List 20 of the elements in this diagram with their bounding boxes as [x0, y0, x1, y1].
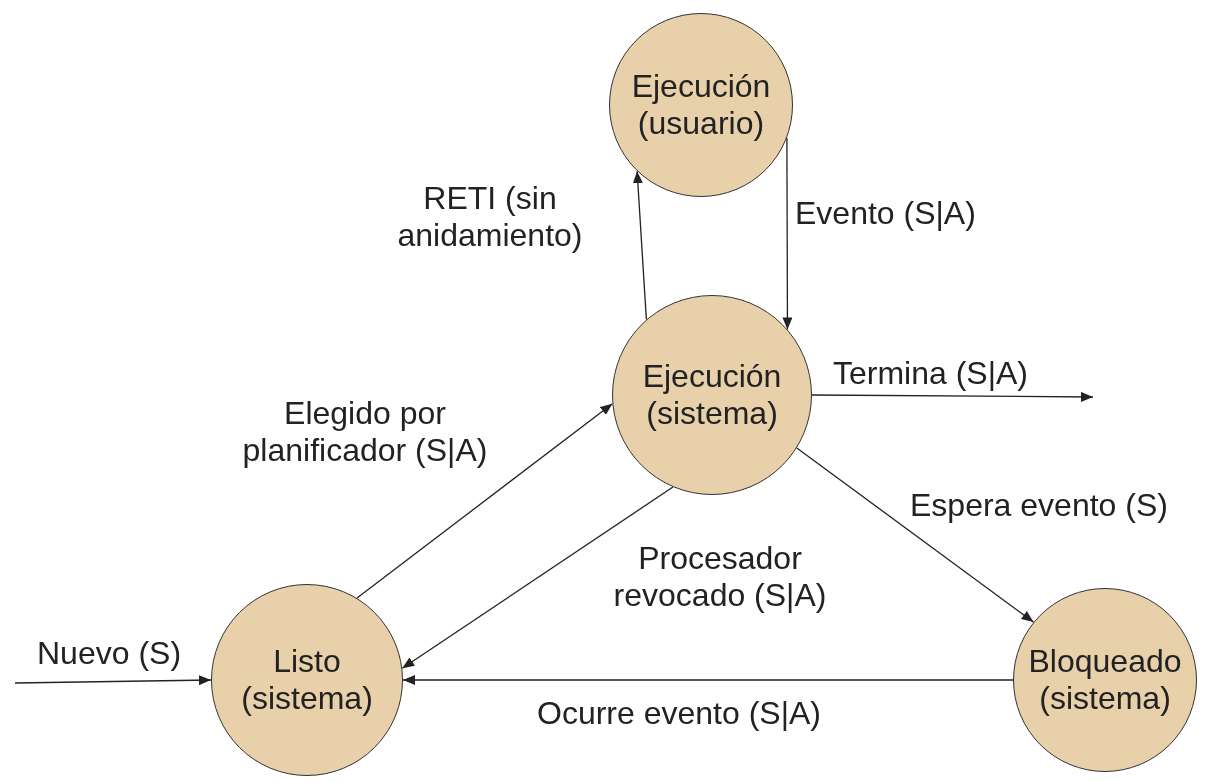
state-label: Bloqueado (sistema) — [1027, 643, 1183, 717]
arrow — [14, 675, 212, 686]
edge-label: Termina (S|A) — [833, 355, 1029, 392]
edge-label: Espera evento (S) — [910, 487, 1169, 524]
edge-label: Evento (S|A) — [795, 195, 977, 232]
edge-label: Nuevo (S) — [37, 635, 183, 672]
edge-label: Procesador revocado (S|A) — [612, 540, 828, 614]
edge-label: Elegido por planificador (S|A) — [241, 395, 489, 469]
edge-label: RETI (sin anidamiento) — [396, 180, 584, 254]
arrow — [632, 170, 648, 321]
arrow — [401, 486, 674, 669]
arrow — [811, 391, 1094, 402]
arrow — [356, 403, 614, 599]
arrow — [782, 137, 793, 331]
state-label: Ejecución (sistema) — [641, 358, 783, 432]
arrow — [402, 675, 1014, 685]
arrow — [796, 447, 1035, 623]
edge-label: Ocurre evento (S|A) — [537, 695, 822, 732]
state-label: Ejecución (usuario) — [630, 68, 772, 142]
state-label: Listo (sistema) — [240, 643, 374, 717]
